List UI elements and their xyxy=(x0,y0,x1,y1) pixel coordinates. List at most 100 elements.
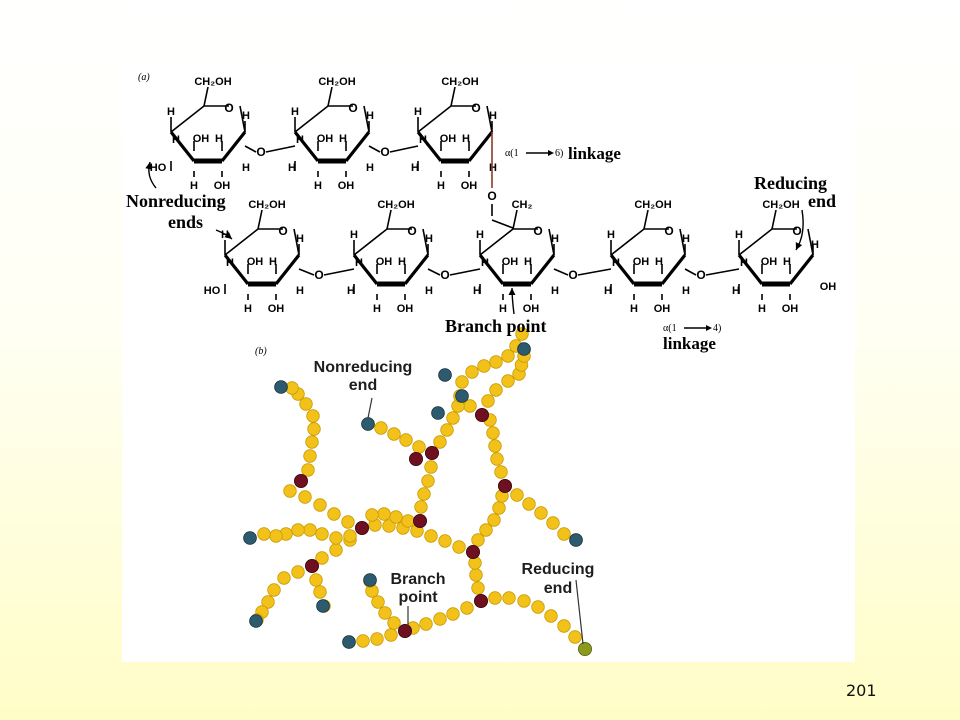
bond-segment xyxy=(389,145,419,153)
h-atom: H xyxy=(366,110,374,122)
glucose-residue xyxy=(501,374,515,388)
glucose-residue xyxy=(329,543,343,557)
h-atom: H xyxy=(524,256,532,268)
ring-oxygen: O xyxy=(664,224,673,238)
glucose-residue xyxy=(291,565,305,579)
glucose-residue xyxy=(460,601,474,615)
glucose-residue xyxy=(387,616,401,630)
alpha-1-4-bond-2: O xyxy=(368,145,419,159)
ring-skeleton xyxy=(480,210,554,300)
glucose-residue xyxy=(399,433,413,447)
glucose-residue xyxy=(534,506,548,520)
model-branch-line2: point xyxy=(398,589,438,606)
h-atom: H xyxy=(269,256,277,268)
glucose-residue xyxy=(301,463,315,477)
h-atom: H xyxy=(226,257,234,269)
page-number: 201 xyxy=(846,681,877,700)
nonreducing-end-residue xyxy=(361,417,375,431)
h-atom: H xyxy=(811,239,819,251)
nonreducing-ends-line2: ends xyxy=(168,212,203,232)
oh-group: OH xyxy=(440,133,457,145)
ho-group: HO xyxy=(204,285,221,297)
bridge-oxygen: O xyxy=(440,268,449,282)
h-atom: H xyxy=(425,285,433,297)
glucose-residue xyxy=(481,394,495,408)
glucose-residue xyxy=(327,507,341,521)
alpha-1-4-bond-1: O xyxy=(244,145,296,159)
glucose-residue xyxy=(257,527,271,541)
glucose-residue xyxy=(309,573,323,587)
glucose-residue xyxy=(269,529,283,543)
glucose-residue xyxy=(471,533,485,547)
linkage-14-arrowhead xyxy=(706,325,712,331)
h-atom: H xyxy=(366,162,374,174)
h-atom: H xyxy=(414,106,422,118)
branch-residue xyxy=(304,558,319,573)
glucose-residue xyxy=(557,527,571,541)
glucose-residue xyxy=(486,426,500,440)
bond-segment xyxy=(684,268,697,276)
nonreducing-end-residue xyxy=(455,389,469,403)
h-atom: H xyxy=(551,233,559,245)
h-atom: H xyxy=(499,303,507,315)
nonreducing-end-residue xyxy=(363,573,377,587)
glucose-residue xyxy=(465,365,479,379)
glucose-residue xyxy=(341,515,355,529)
glucose-residue xyxy=(479,523,493,537)
h-atom: H xyxy=(291,106,299,118)
h-atom: H xyxy=(350,229,358,241)
reducing-end-line2: end xyxy=(808,191,836,211)
glucose-residue xyxy=(371,595,385,609)
ring-skeleton xyxy=(418,87,492,177)
glucose-residue xyxy=(417,487,431,501)
oh-group: OH xyxy=(268,303,285,315)
h-atom: H xyxy=(339,133,347,145)
ring-skeleton xyxy=(354,210,428,300)
ring-skeleton xyxy=(611,210,685,300)
glucose-residue xyxy=(489,383,503,397)
linkage-16-num: 6) xyxy=(555,148,563,159)
ring-oxygen: O xyxy=(278,224,287,238)
h-atom: H xyxy=(476,229,484,241)
h-atom: H xyxy=(489,162,497,174)
arrow-head xyxy=(795,242,803,250)
oh-group: OH xyxy=(820,281,837,293)
bond-segment xyxy=(265,145,296,153)
glucose-chain-model xyxy=(243,327,592,657)
nonreducing-end-residue xyxy=(243,531,257,545)
ring-oxygen: O xyxy=(792,224,801,238)
h-atom: H xyxy=(296,233,304,245)
glucose-residue xyxy=(305,435,319,449)
h-atom: H xyxy=(607,229,615,241)
glucose-residue xyxy=(307,422,321,436)
h-atom: H xyxy=(167,106,175,118)
reducing-end-line1: Reducing xyxy=(754,173,827,193)
glucose-residue xyxy=(382,519,396,533)
alpha-1-4-bond-6: O xyxy=(684,268,740,282)
h-atom: H xyxy=(190,180,198,192)
glucose-residue xyxy=(283,484,297,498)
nonreducing-end-residue xyxy=(274,380,288,394)
oh-group: OH xyxy=(782,303,799,315)
glucose-residue xyxy=(424,529,438,543)
h-atom: H xyxy=(244,303,252,315)
glucose-residue xyxy=(291,523,305,537)
model-reducing-line2: end xyxy=(544,580,572,597)
glucose-residue xyxy=(471,581,485,595)
glucose-residue xyxy=(387,427,401,441)
bridge-oxygen: O xyxy=(314,268,323,282)
glucose-residue xyxy=(488,591,502,605)
glucose-chains xyxy=(243,327,592,657)
h-atom: H xyxy=(612,257,620,269)
glycosidic-bonds: O O O O O O O xyxy=(244,132,740,282)
glucose-residue xyxy=(377,507,391,521)
nonreducing-arrow-upper xyxy=(145,161,157,189)
glucose-residue xyxy=(313,498,327,512)
ch2oh-group: CH₂OH xyxy=(377,199,414,211)
glucose-residue xyxy=(299,397,313,411)
glucose-residue xyxy=(343,529,357,543)
glucose-residue xyxy=(421,474,435,488)
oh-group: OH xyxy=(654,303,671,315)
